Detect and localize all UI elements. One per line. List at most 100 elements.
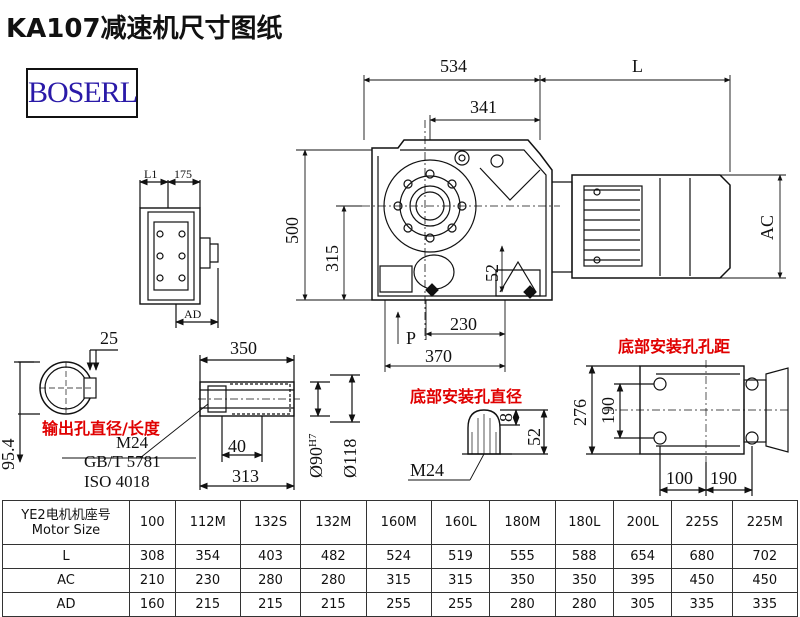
dim-L: L: [632, 56, 643, 76]
shaft-section-view: [62, 355, 360, 490]
table-cell: 450: [671, 568, 733, 593]
table-cell: 680: [671, 544, 733, 569]
label-mount-hole-pitch: 底部安装孔孔距: [618, 337, 730, 356]
table-cell: 315: [365, 568, 432, 593]
dim-diameter-90-value: Ø90: [306, 447, 326, 478]
table-cell: 255: [430, 592, 491, 617]
table-row-label: AC: [2, 568, 130, 593]
table-cell: 395: [612, 568, 673, 593]
dim-276: 276: [570, 399, 590, 426]
output-hole-view: [14, 349, 118, 463]
table-cell: 335: [731, 592, 799, 617]
table-cell: 654: [612, 544, 673, 569]
table-cell: 210: [129, 568, 176, 593]
drawing-sheet: KA107减速机尺寸图纸 BOSERL: [0, 14, 790, 496]
table-cell: 255: [365, 592, 432, 617]
dim-40: 40: [228, 436, 246, 456]
technical-drawing: 534 L 341 500 315 52 AC P 230 370 L1 175…: [0, 56, 790, 496]
dim-175: 175: [174, 167, 192, 181]
table-cell: 280: [300, 568, 367, 593]
table-header-size: 225S: [671, 500, 733, 545]
dim-diameter-90: Ø90H7: [306, 433, 326, 478]
table-header-size: 160M: [365, 500, 432, 545]
label-mount-hole-diameter: 底部安装孔直径: [410, 387, 522, 406]
table-cell: 702: [731, 544, 799, 569]
brand-logo-text: BOSERL: [28, 76, 138, 109]
table-row-label: L: [2, 544, 130, 569]
dim-341: 341: [470, 97, 497, 117]
standard-bolt: M24: [116, 433, 149, 452]
table-header-size: 180M: [489, 500, 556, 545]
dim-L1: L1: [144, 167, 157, 181]
dim-52: 52: [482, 264, 502, 282]
table-header-size: 200L: [612, 500, 673, 545]
dim-100: 100: [666, 468, 693, 488]
table-cell: 519: [430, 544, 491, 569]
table-header-size: 160L: [430, 500, 491, 545]
table-cell: 280: [554, 592, 615, 617]
page-title: KA107减速机尺寸图纸: [6, 14, 283, 44]
table-cell: 305: [612, 592, 673, 617]
table-row-label: AD: [2, 592, 130, 617]
table-cell: 350: [554, 568, 615, 593]
standard-gb: GB/T 5781: [84, 452, 161, 471]
dim-8: 8: [496, 413, 516, 422]
dim-diameter-118: Ø118: [340, 439, 360, 478]
dim-M24-bolt: M24: [410, 460, 444, 480]
dim-500: 500: [282, 217, 302, 244]
table-cell: 280: [239, 568, 302, 593]
dim-230: 230: [450, 314, 477, 334]
dim-370: 370: [425, 346, 452, 366]
table-cell: 280: [489, 592, 556, 617]
mount-hole-view: [408, 409, 548, 481]
table-cell: 215: [239, 592, 302, 617]
table-cell: 215: [300, 592, 367, 617]
dim-25: 25: [100, 328, 118, 348]
front-view: [362, 120, 731, 340]
table-cell: 588: [554, 544, 615, 569]
table-cell: 524: [365, 544, 432, 569]
table-header-size: 132M: [300, 500, 367, 545]
label-output-hole: 输出孔直径/长度: [42, 419, 161, 438]
dim-AD: AD: [184, 307, 202, 321]
dim-315: 315: [322, 245, 342, 272]
table-cell: 230: [174, 568, 241, 593]
table-header-size: 100: [129, 500, 176, 545]
table-header-size: 112M: [174, 500, 241, 545]
dim-95-4: 95.4: [0, 439, 18, 471]
brand-logo: BOSERL: [26, 68, 138, 118]
table-cell: 350: [489, 568, 556, 593]
dim-313: 313: [232, 466, 259, 486]
bottom-view: [586, 360, 790, 496]
header-label-en: Motor Size: [31, 522, 101, 538]
table-cell: 160: [129, 592, 176, 617]
table-cell: 315: [430, 568, 491, 593]
table-cell: 308: [129, 544, 176, 569]
dim-52-bolt: 52: [524, 428, 544, 446]
table-cell: 450: [731, 568, 799, 593]
standard-iso: ISO 4018: [84, 472, 150, 491]
side-view: [139, 178, 219, 328]
table-header-size: 132S: [239, 500, 302, 545]
dim-AC: AC: [757, 215, 777, 240]
dimension-labels: 534 L 341 500 315 52 AC P 230 370 L1 175…: [0, 56, 777, 491]
table-header-size: 225M: [731, 500, 799, 545]
table-cell: 335: [671, 592, 733, 617]
table-cell: 354: [174, 544, 241, 569]
table-cell: 215: [174, 592, 241, 617]
table-cell: 403: [239, 544, 302, 569]
dim-190-vertical: 190: [598, 397, 618, 424]
dim-diameter-90-tolerance: H7: [307, 433, 319, 447]
dim-534: 534: [440, 56, 467, 76]
dim-P: P: [406, 328, 416, 348]
table-cell: 555: [489, 544, 556, 569]
dim-350: 350: [230, 338, 257, 358]
header-label-cn: YE2电机机座号: [21, 507, 111, 523]
table-header-size: 180L: [554, 500, 615, 545]
